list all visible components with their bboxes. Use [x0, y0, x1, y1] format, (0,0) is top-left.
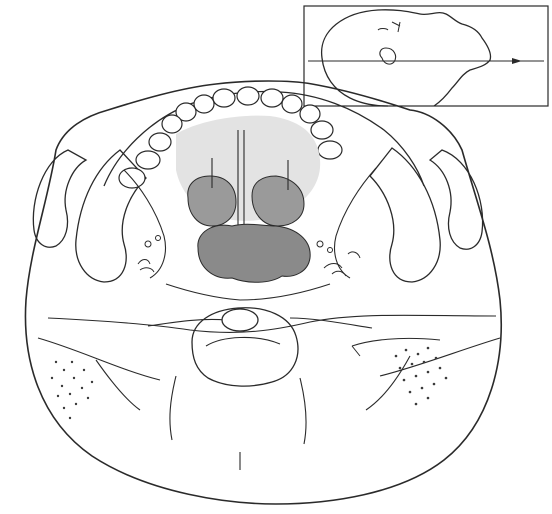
left-stippled-zone — [51, 361, 93, 419]
dens — [222, 309, 258, 331]
right-ear — [430, 150, 483, 249]
tooth — [282, 95, 302, 113]
tooth — [237, 87, 259, 105]
left-ear — [33, 150, 86, 247]
inner-line-left — [48, 315, 496, 332]
tooth — [149, 133, 171, 151]
tooth — [300, 105, 320, 123]
right-stippled-boundary — [352, 338, 440, 356]
tooth — [311, 121, 333, 139]
tooth — [194, 95, 214, 113]
tooth — [162, 115, 182, 133]
spinal-canal — [206, 337, 280, 346]
tooth — [213, 89, 235, 107]
tooth — [261, 89, 283, 107]
inner-line-lower — [38, 338, 500, 380]
skull-base-lines — [148, 284, 372, 328]
inset-head-profile — [304, 6, 548, 106]
tooth — [318, 141, 342, 159]
right-mandible-ramus — [370, 148, 440, 282]
tooth — [136, 151, 160, 169]
posterior-neck-lines — [96, 356, 410, 470]
axial-section — [25, 81, 501, 504]
nasopharynx — [198, 224, 310, 282]
right-maxillary-outline — [335, 168, 376, 278]
right-stippled-zone — [395, 347, 448, 406]
